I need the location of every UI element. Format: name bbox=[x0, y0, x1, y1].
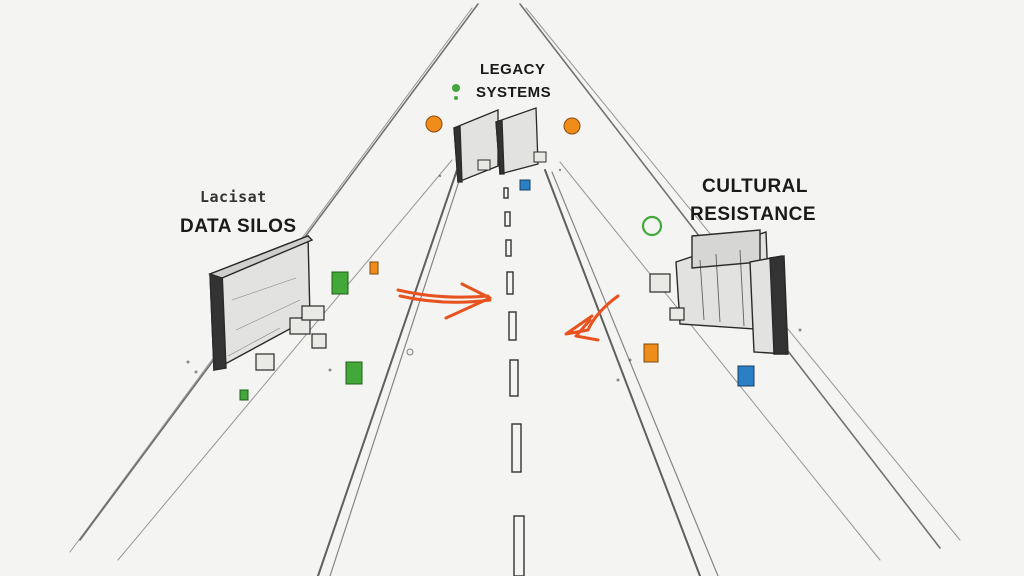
arrow-icon bbox=[564, 294, 620, 342]
scribble-label: Lacisat bbox=[200, 188, 267, 206]
arrow-icon bbox=[396, 282, 492, 320]
legacy-label-line1: LEGACY bbox=[480, 61, 546, 78]
green-bin-icon bbox=[239, 271, 363, 401]
blue-bin-icon bbox=[737, 365, 755, 387]
center-line bbox=[503, 187, 525, 576]
cultural-label-line2: RESISTANCE bbox=[690, 204, 817, 225]
box-icon bbox=[649, 273, 685, 321]
legacy-systems-wall bbox=[453, 107, 539, 183]
cultural-label-line1: CULTURAL bbox=[702, 176, 809, 197]
green-icon bbox=[641, 215, 663, 237]
cultural-resistance-wall bbox=[675, 229, 789, 355]
data-silos-wall bbox=[207, 234, 314, 372]
legacy-label-line2: SYSTEMS bbox=[476, 84, 552, 101]
orange-bin-icon bbox=[643, 343, 659, 363]
blue-bin-icon bbox=[519, 179, 531, 191]
debris bbox=[186, 168, 802, 382]
orange-bin-icon bbox=[369, 261, 379, 275]
box-icon bbox=[255, 305, 327, 371]
data-silos-label: DATA SILOS bbox=[180, 216, 297, 237]
lightbulb-icon bbox=[425, 84, 581, 135]
box-icon bbox=[477, 151, 547, 171]
